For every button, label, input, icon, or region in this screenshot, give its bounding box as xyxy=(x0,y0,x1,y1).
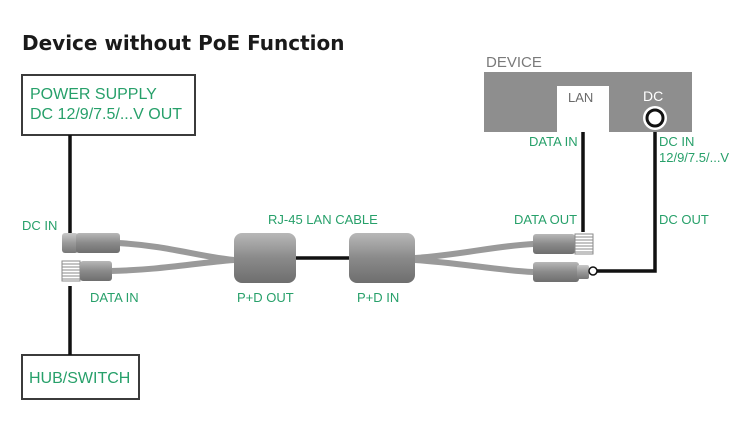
power-supply-output-label: DC 12/9/7.5/...V OUT xyxy=(30,106,182,123)
dc-in-left-label: DC IN xyxy=(22,218,57,233)
right-dc-plug xyxy=(533,262,598,282)
pd-in-module xyxy=(349,233,415,283)
split-cables xyxy=(107,240,536,275)
cable-right-dc xyxy=(412,257,536,275)
data-out-label: DATA OUT xyxy=(514,212,577,227)
dc-jack-icon xyxy=(643,106,667,130)
lan-port-label: LAN xyxy=(568,90,593,105)
dc-port-label: DC xyxy=(643,88,663,104)
cable-left-data xyxy=(107,257,237,274)
data-in-left-label: DATA IN xyxy=(90,290,139,305)
hub-switch-box: HUB/SWITCH xyxy=(21,354,140,400)
dc-in-right-voltage-label: 12/9/7.5/...V xyxy=(659,150,729,165)
hub-switch-label: HUB/SWITCH xyxy=(29,370,130,387)
power-supply-label: POWER SUPPLY xyxy=(30,86,157,103)
pd-in-label: P+D IN xyxy=(357,290,399,305)
right-rj45-plug xyxy=(533,233,594,255)
device-box: DEVICE LAN DC xyxy=(484,54,692,132)
left-dc-plug xyxy=(62,233,120,253)
cable-right-data xyxy=(412,241,536,261)
dc-out-label: DC OUT xyxy=(659,212,709,227)
device-label: DEVICE xyxy=(486,54,542,71)
cable-left-dc xyxy=(115,240,237,263)
wire-dc-out-to-device xyxy=(597,132,657,273)
left-rj45-plug xyxy=(61,260,112,282)
power-supply-box: POWER SUPPLY DC 12/9/7.5/...V OUT xyxy=(21,74,196,136)
pd-out-module xyxy=(234,233,296,283)
dc-in-right-label: DC IN xyxy=(659,134,694,149)
lan-cable-label: RJ-45 LAN CABLE xyxy=(268,212,378,227)
lan-port xyxy=(557,86,609,132)
data-in-right-label: DATA IN xyxy=(529,134,578,149)
diagram-title: Device without PoE Function xyxy=(22,31,345,55)
wires xyxy=(68,132,657,355)
pd-out-label: P+D OUT xyxy=(237,290,294,305)
